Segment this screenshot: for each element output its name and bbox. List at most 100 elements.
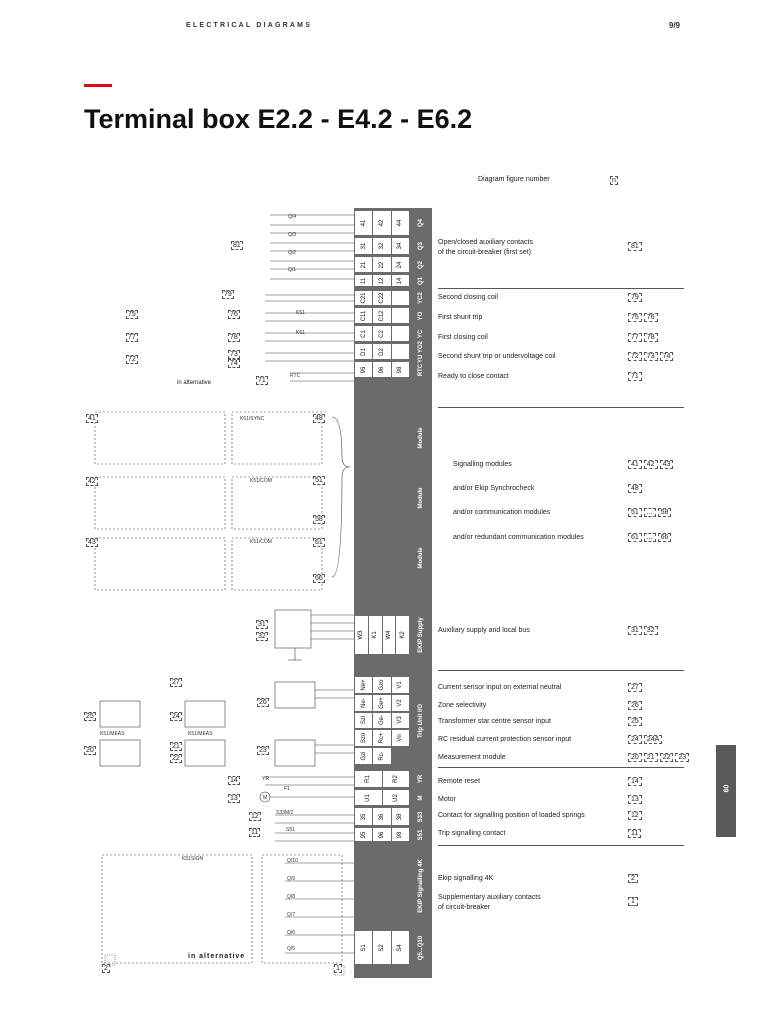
terminal-cell-label: U2 [392,793,399,802]
strip-group-label: S51 [410,827,432,842]
terminal-cell: 34 [391,238,409,254]
terminal-cell-label: 42 [378,219,385,227]
terminal-cell: S4 [391,931,409,964]
k51-label: K51 [296,310,305,316]
figure-ref: 79 [628,293,642,302]
figure-ref: 12 [628,811,642,820]
terminal-cell-label: Ne- [360,697,367,708]
terminal-cell-label: 14 [397,277,404,284]
description-item: Second shunt trip or undervoltage coil [438,352,556,362]
terminal-cell: 42 [373,211,391,235]
terminal-cell: Ne- [355,694,373,711]
figure-ref: 81 [628,242,642,251]
terminal-cell-label: Szi [360,716,367,725]
figure-refs: 61...66 [628,533,673,542]
terminal-cell-label: 96 [378,831,385,838]
figure-refs: 25 [628,717,644,726]
terminal-cell-label: 95 [360,366,367,373]
figure-ref: ... [643,533,656,542]
terminal-cell-label: V2 [397,699,404,707]
wiring-schematic [94,214,354,976]
ref-43: 43 [86,538,98,547]
ref-26: 26 [257,698,269,707]
figure-ref: 66 [657,533,672,542]
terminal-cell: V1 [391,677,409,693]
description-text: Second closing coil [438,294,498,301]
terminal-cell: 36 [373,808,391,825]
strip-group-label: Module [410,530,432,585]
k51com-label: K51/COM [250,478,272,484]
terminal-cell: W4 [382,616,396,654]
figure-ref: 11 [628,829,642,838]
figure-ref: 77 [628,333,642,342]
terminal-cell: 98 [391,828,409,841]
description-item: Remote reset [438,777,480,787]
strip-group-text: S51 [418,829,424,840]
terminal-cell: C11 [355,308,373,323]
terminal-cell-label: C21 [360,292,367,304]
q3-label: Q/3 [288,232,297,238]
strip-group-label: Module [410,470,432,525]
terminal-cell-label: K2 [399,631,406,639]
terminal-cell: Gzi [355,748,373,764]
description-text: Transformer star centre sensor input [438,718,551,725]
strip-group-text: Q3 [418,241,424,251]
terminal-cell-label: K1 [372,631,379,639]
terminal-cell: 14 [391,275,409,286]
description-text: and/or redundant communication modules [453,534,584,541]
terminal-cell: V2 [391,694,409,711]
figure-refs: 48 [628,484,644,493]
k51meas-label: K51/MEAS [100,731,125,737]
figure-ref: 13 [628,795,642,804]
in-alternative-note: in alternative [177,380,212,386]
chapter-tab[interactable]: 09 [716,745,736,837]
terminal-cell-label: 35 [360,813,367,820]
terminal-cell: Gzo [373,677,391,693]
description-text: RC residual current protection sensor in… [438,736,572,743]
description-text: Remote reset [438,778,481,785]
terminal-cell-label: 32 [378,242,385,250]
description-item: Ready to close contact [438,372,509,382]
terminal-cell: Ge+ [373,694,391,711]
figure-refs: 51...58 [628,508,673,517]
figure-ref: 61 [628,533,642,542]
strip-group-label: Trip Unit I/O [410,676,432,765]
description-item: Measurement module [438,753,506,763]
terminal-cell-label: Gzo [378,679,385,691]
figure-ref: 2 [628,874,638,883]
figure-ref: 26 [628,701,642,710]
figure-ref: 76 [643,313,658,322]
legend-symbol: n [610,176,618,185]
strip-group-text: M [418,795,424,800]
strip-group-label: YO [410,307,432,324]
ref-61: 61 [313,538,325,547]
k51-label: K51 [296,330,305,336]
terminal-cell-label: C1 [360,329,367,338]
separator [438,407,684,408]
ref-72: 72 [126,355,138,364]
terminal-cell: K2 [396,616,409,654]
figure-ref: 31 [628,626,642,635]
description-text: Current sensor input on external neutral [438,684,562,691]
rtc-label: RTC [290,373,301,379]
ref-81: 81 [231,241,243,250]
figure-ref: 41 [628,460,642,469]
terminal-cell: C12 [373,308,391,323]
figure-refs: 71 [628,372,644,381]
terminal-cell: 95 [355,362,373,377]
strip-group-text: YR [418,774,424,784]
terminal-cell-label: 21 [360,261,367,268]
terminal-cell-label: W4 [385,630,392,640]
ref-79: 79 [222,290,234,299]
strip-group-label: Q1 [410,274,432,287]
terminal-cell [391,344,409,359]
strip-group-text: Q4 [418,218,424,228]
description-item: Signalling modules [453,460,512,470]
q6-label: Q/6 [287,930,296,936]
k51meas-label: K51/MEAS [188,731,213,737]
ref-31: 31 [256,620,268,629]
terminal-cell-label: W3 [358,630,365,640]
description-text: Motor [438,796,456,803]
